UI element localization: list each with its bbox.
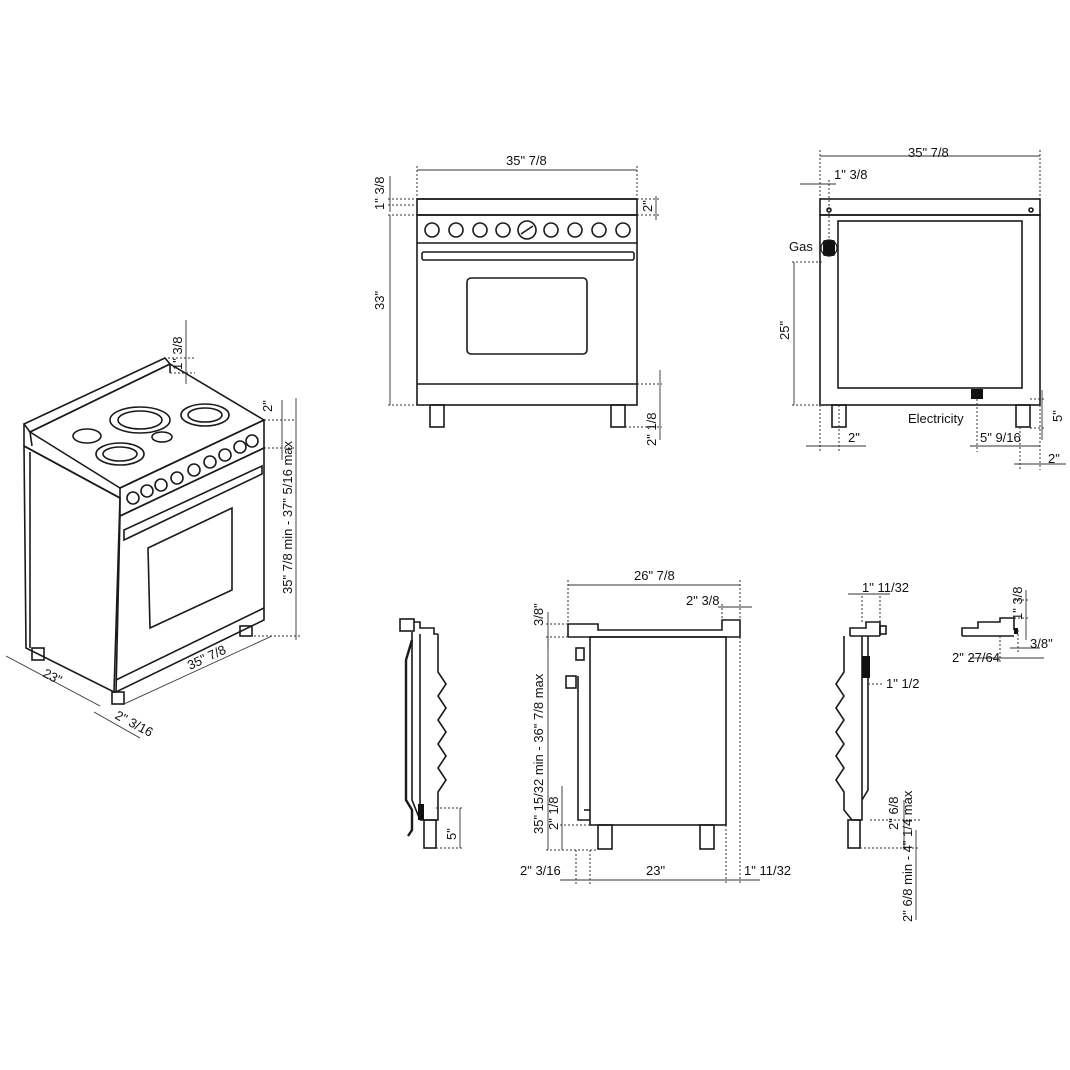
- side-body-depth-dim: 23": [646, 863, 665, 878]
- iso-top-dim: 2": [260, 400, 275, 412]
- front-view: 35" 7/8 1" 3/8 2" 33" 2" 1/8: [372, 153, 662, 446]
- front-leg-dim: 2" 1/8: [644, 412, 659, 446]
- rear-gas-height-dim: 25": [777, 321, 792, 340]
- iso-height-dim: 35" 7/8 min - 37" 5/16 max: [280, 440, 295, 594]
- detail-depth-dim: 2" 27/64: [952, 650, 1000, 665]
- right-profile-view: 1" 11/32 1" 1/2 2" 6/8 2" 6/8 min - 4" 1…: [835, 580, 920, 922]
- detail-step-dim: 3/8": [1030, 636, 1053, 651]
- gas-label: Gas: [789, 239, 813, 254]
- front-width-dim: 35" 7/8: [506, 153, 547, 168]
- electricity-label: Electricity: [908, 411, 964, 426]
- iso-depth-dim: 23": [41, 665, 65, 687]
- right-profile-top-dim: 1" 11/32: [862, 580, 909, 595]
- isometric-view: 1" 3/8 2" 35" 7/8 min - 37" 5/16 max 23"…: [5, 320, 300, 740]
- iso-backguard-dim: 1" 3/8: [170, 336, 185, 370]
- iso-width-dim: 35" 7/8: [185, 642, 228, 673]
- side-view: 26" 7/8 2" 3/8 3/8" 35" 15/32 min - 36" …: [520, 568, 791, 884]
- front-height-dim: 33": [372, 291, 387, 310]
- rear-width-dim: 35" 7/8: [908, 145, 949, 160]
- side-rear-gap-dim: 1" 11/32: [744, 863, 791, 878]
- side-front-overhang-dim: 2" 3/16: [520, 863, 561, 878]
- detail-height-dim: 1" 3/8: [1010, 586, 1025, 620]
- rear-elec-edge-dim: 2": [1048, 451, 1060, 466]
- rear-gas-offset-dim: 1" 3/8: [834, 167, 868, 182]
- rear-gas-side-dim: 2": [848, 430, 860, 445]
- right-profile-leg-dim: 2" 6/8: [886, 796, 901, 830]
- rear-elec-side-dim: 5" 9/16: [980, 430, 1021, 445]
- right-profile-adjust-dim: 2" 6/8 min - 4" 1/4 max: [900, 790, 915, 922]
- rear-elec-height-dim: 5": [1050, 410, 1065, 422]
- front-panel-dim: 2": [640, 200, 655, 212]
- right-profile-connector-dim: 1" 1/2: [886, 676, 920, 691]
- side-height-dim: 35" 15/32 min - 36" 7/8 max: [531, 673, 546, 834]
- side-front-top-dim: 3/8": [531, 603, 546, 626]
- side-rear-top-dim: 2" 3/8: [686, 593, 720, 608]
- left-profile-view: 5": [399, 618, 462, 849]
- side-leg-dim: 2" 1/8: [546, 796, 561, 830]
- detail-view: 1" 3/8 3/8" 2" 27/64: [952, 586, 1053, 665]
- rear-view: 35" 7/8 1" 3/8 Gas 25" Electricity 5" 2"…: [777, 145, 1066, 470]
- front-backguard-dim: 1" 3/8: [372, 176, 387, 210]
- left-profile-foot-dim: 5": [444, 828, 459, 840]
- side-total-depth-dim: 26" 7/8: [634, 568, 675, 583]
